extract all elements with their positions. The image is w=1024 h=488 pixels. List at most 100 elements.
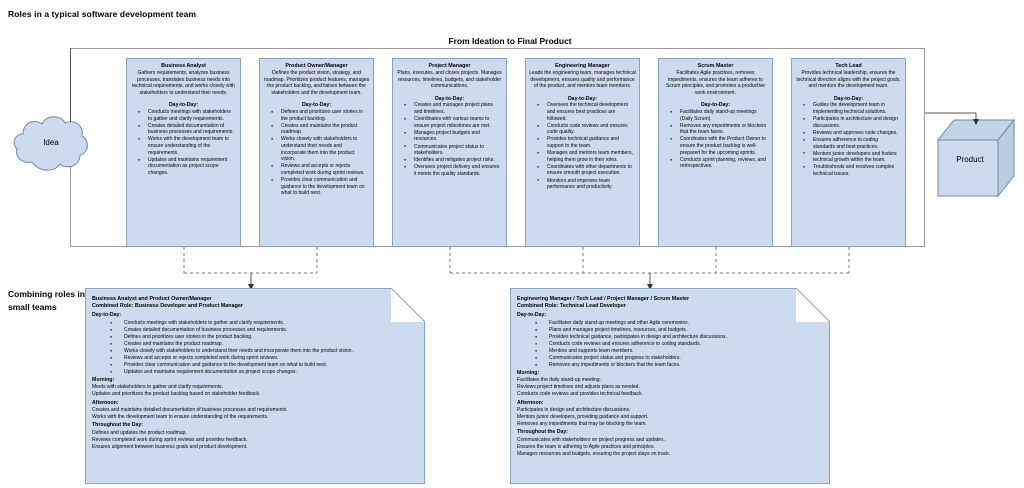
list-item: Conducts code reviews and ensures adhere…	[535, 341, 823, 348]
list-item: Identifies and mitigates project risks.	[404, 157, 501, 164]
day-to-day-list: Defines and prioritizes user stories in …	[263, 109, 370, 197]
morning-heading: Morning:	[517, 370, 540, 377]
role-card-project-manager[interactable]: Project Manager Plans, executes, and clo…	[392, 58, 507, 247]
product-cube-shape	[936, 118, 1016, 202]
role-description: Gathers requirements, analyzes business …	[132, 70, 235, 96]
list-item: Facilitates daily stand-up meetings and …	[535, 320, 823, 327]
list-item: Creates detailed documentation of busine…	[110, 327, 418, 334]
section-label-combining-roles: Combining roles in small teams	[8, 289, 85, 312]
list-item: Plans and manages project timelines, res…	[535, 327, 823, 334]
list-item: Removes any impediments or blockers that…	[535, 362, 823, 369]
role-card-tech-lead[interactable]: Tech Lead Provides technical leadership,…	[791, 58, 906, 247]
list-item: Reviews and accepts or rejects completed…	[271, 163, 368, 176]
list-item: Monitors and improves team performance a…	[537, 177, 634, 191]
list-item: Facilitates daily stand-up meetings (Dai…	[670, 109, 767, 122]
list-item: Coordinates with the Product Owner to en…	[670, 136, 767, 156]
list-item: Defines and prioritizes user stories in …	[110, 334, 418, 341]
afternoon-line: Works with the development team to ensur…	[92, 413, 269, 420]
list-item: Provides clear communication and guidanc…	[110, 362, 418, 369]
combined-subtitle: Combined Role: Business Developer and Pr…	[92, 303, 243, 310]
combined-subtitle: Combined Role: Technical Lead Developer	[517, 303, 626, 310]
throughout-line: Communicates with stakeholders on projec…	[517, 436, 665, 443]
throughout-line: Defines and updates the product roadmap.	[92, 429, 187, 436]
combined-role-box-technical[interactable]: Engineering Manager / Tech Lead / Projec…	[510, 288, 830, 484]
day-to-day-heading: Day-to-Day:	[567, 95, 598, 102]
role-description: Plans, executes, and closes projects. Ma…	[397, 70, 502, 90]
product-label: Product	[956, 155, 984, 164]
morning-line: Meets with stakeholders to gather and cl…	[92, 384, 223, 391]
role-card-product-owner-manager[interactable]: Product Owner/Manager Defines the produc…	[259, 58, 374, 247]
role-description: Provides technical leadership, ensures t…	[796, 70, 901, 90]
list-item: Communicates project status to stakehold…	[404, 143, 501, 157]
list-item: Coordinates with other departments to en…	[537, 164, 634, 177]
afternoon-heading: Afternoon:	[517, 399, 544, 406]
role-name: Project Manager	[428, 63, 471, 69]
role-description: Leads the engineering team, manages tech…	[529, 70, 636, 90]
throughout-heading: Throughout the Day:	[517, 429, 569, 436]
day-to-day-list: Facilitates daily stand-up meetings and …	[517, 320, 823, 369]
role-card-engineering-manager[interactable]: Engineering Manager Leads the engineerin…	[525, 58, 640, 247]
list-item: Works closely with stakeholders to under…	[271, 136, 368, 162]
list-item: Conducts meetings with stakeholders to g…	[138, 109, 235, 122]
list-item: Defines and prioritizes user stories in …	[271, 109, 368, 122]
connector-group-left	[120, 247, 540, 292]
role-card-scrum-master[interactable]: Scrum Master Facilitates Agile practices…	[658, 58, 773, 247]
afternoon-line: Creates and maintains detailed documenta…	[92, 406, 288, 413]
throughout-line: Reviews completed work during sprint rev…	[92, 436, 248, 443]
list-item: Reviews and accepts or rejects completed…	[110, 355, 418, 362]
role-name: Tech Lead	[835, 63, 862, 69]
list-item: Manages project budgets and resources.	[404, 130, 501, 143]
list-item: Provides technical guidance, participate…	[535, 334, 823, 341]
role-name: Product Owner/Manager	[285, 63, 348, 69]
list-item: Troubleshoots and resolves complex techn…	[803, 164, 900, 177]
combined-title: Engineering Manager / Tech Lead / Projec…	[517, 296, 690, 302]
day-to-day-heading: Day-to-Day:	[833, 95, 864, 102]
day-to-day-heading: Day-to-Day:	[517, 312, 547, 319]
morning-line: Updates and prioritizes the product back…	[92, 391, 261, 398]
day-to-day-heading: Day-to-Day:	[168, 102, 199, 109]
list-item: Participates in architecture and design …	[803, 116, 900, 129]
list-item: Oversees project delivery and ensures it…	[404, 164, 501, 177]
list-item: Coordinates with various teams to ensure…	[404, 116, 501, 129]
list-item: Conducts sprint planning, reviews, and r…	[670, 157, 767, 170]
role-name: Scrum Master	[697, 63, 734, 69]
morning-line: Reviews project timelines and adjusts pl…	[517, 384, 640, 391]
day-to-day-heading: Day-to-Day:	[434, 95, 465, 102]
list-item: Works with the development team to ensur…	[138, 136, 235, 156]
afternoon-line: Participates in design and architecture …	[517, 406, 631, 413]
day-to-day-heading: Day-to-Day:	[92, 312, 122, 319]
list-item: Creates and maintains the product roadma…	[271, 123, 368, 136]
list-item: Mentors and supports team members.	[535, 348, 823, 355]
day-to-day-list: Conducts meetings with stakeholders to g…	[92, 320, 418, 376]
list-item: Communicates project status and progress…	[535, 355, 823, 362]
list-item: Conducts code reviews and ensures code q…	[537, 123, 634, 136]
day-to-day-list: Guides the development team in implement…	[795, 102, 902, 177]
connector-group-right	[420, 247, 890, 292]
list-item: Conducts meetings with stakeholders to g…	[110, 320, 418, 327]
afternoon-line: Removes any impediments that may be bloc…	[517, 420, 647, 427]
list-item: Creates and manages project plans and ti…	[404, 102, 501, 115]
role-name: Engineering Manager	[555, 63, 610, 69]
list-item: Guides the development team in implement…	[803, 102, 900, 115]
day-to-day-list: Conducts meetings with stakeholders to g…	[130, 109, 237, 176]
throughout-line: Ensures the team is adhering to Agile pr…	[517, 443, 655, 450]
list-item: Ensures adherence to coding standards an…	[803, 137, 900, 150]
day-to-day-list: Oversees the technical development and e…	[529, 102, 636, 190]
list-item: Oversees the technical development and e…	[537, 102, 634, 122]
afternoon-line: Mentors junior developers, providing gui…	[517, 413, 649, 420]
combined-title: Business Analyst and Product Owner/Manag…	[92, 296, 212, 302]
list-item: Manages and mentors team members, helpin…	[537, 150, 634, 163]
throughout-heading: Throughout the Day:	[92, 422, 144, 429]
day-to-day-list: Creates and manages project plans and ti…	[396, 102, 503, 177]
morning-line: Conducts code reviews and provides techn…	[517, 391, 643, 398]
role-name: Business Analyst	[161, 63, 206, 69]
day-to-day-heading: Day-to-Day:	[301, 102, 332, 109]
idea-label: Idea	[43, 138, 59, 147]
combined-role-box-business[interactable]: Business Analyst and Product Owner/Manag…	[85, 288, 425, 484]
role-card-business-analyst[interactable]: Business Analyst Gathers requirements, a…	[126, 58, 241, 247]
list-item: Provides clear communication and guidanc…	[271, 177, 368, 197]
role-description: Defines the product vision, strategy, an…	[263, 70, 370, 96]
idea-cloud-shape	[12, 110, 90, 182]
list-item: Mentors junior developers and fosters te…	[803, 150, 900, 164]
day-to-day-list: Facilitates daily stand-up meetings (Dai…	[662, 109, 769, 170]
